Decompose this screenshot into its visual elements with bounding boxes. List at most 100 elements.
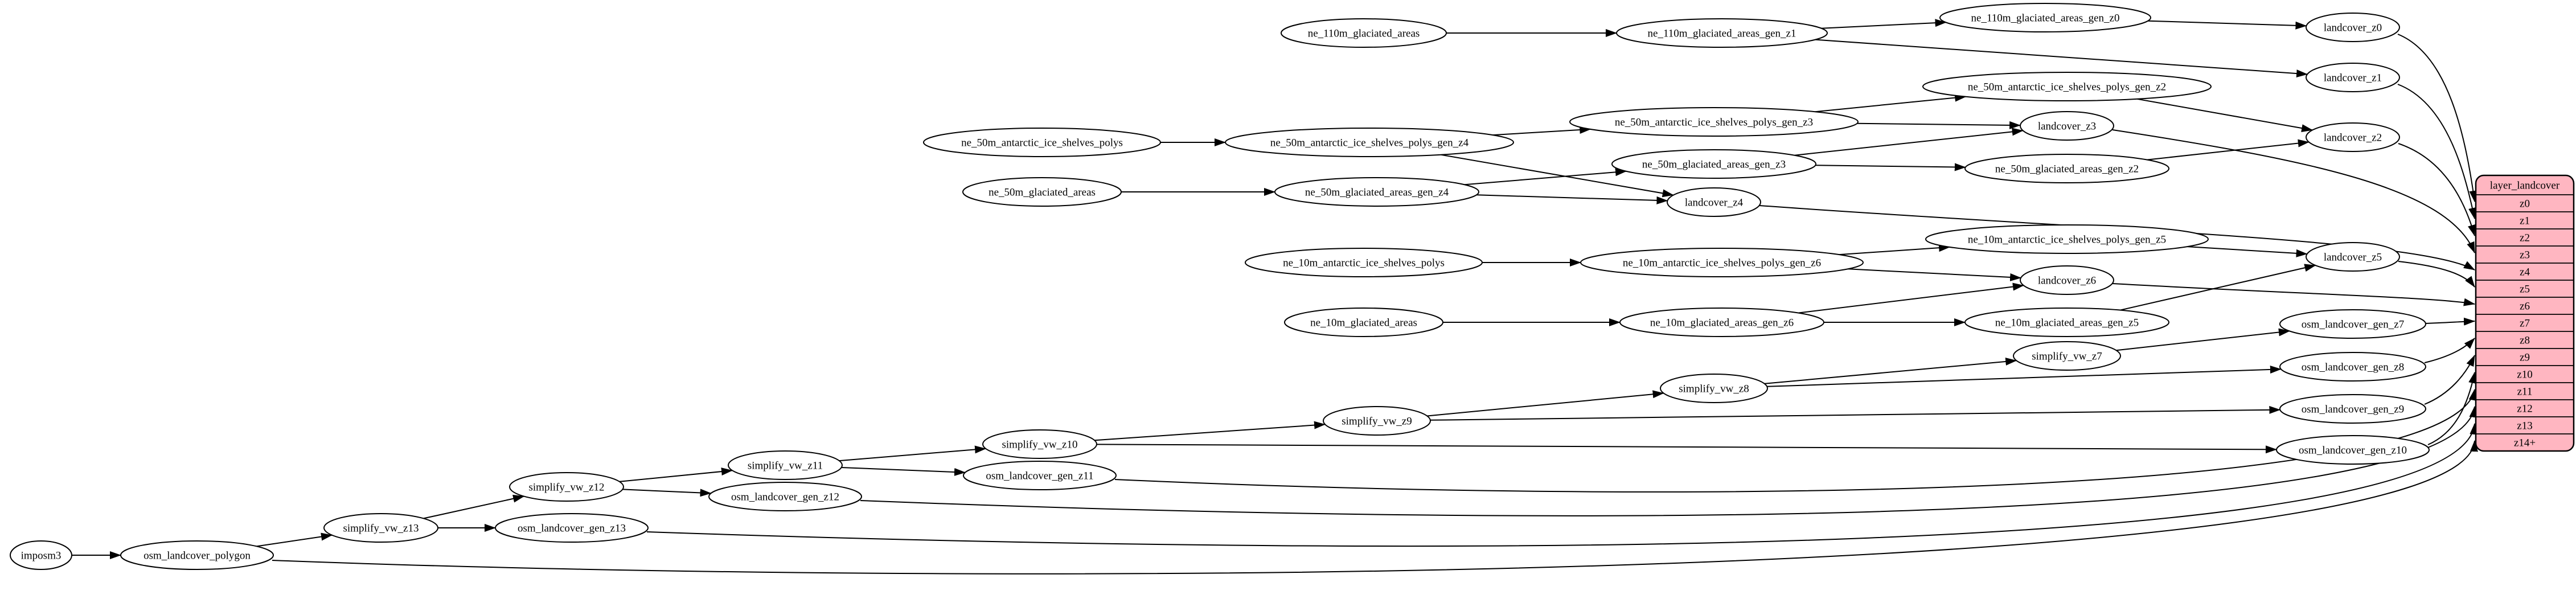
node-ellipse	[1323, 406, 1431, 436]
node-ellipse	[1225, 128, 1514, 157]
edge-landcover-z1-to-row-z1	[2397, 84, 2476, 219]
node-osm-landcover-gen-z13: osm_landcover_gen_z13	[495, 513, 649, 543]
node-ne-50m-glaciated-areas: ne_50m_glaciated_areas	[962, 177, 1122, 207]
node-ellipse	[982, 429, 1097, 459]
table-row-label-z0: z0	[2520, 198, 2530, 210]
node-label: ne_110m_glaciated_areas	[1308, 28, 1420, 40]
node-landcover-z2: landcover_z2	[2306, 122, 2400, 152]
node-ne-50m-glaciated-areas-gen-z3: ne_50m_glaciated_areas_gen_z3	[1611, 149, 1816, 179]
edge-landcover-z3-to-row-z3	[2112, 129, 2475, 253]
node-osm-landcover-gen-z9: osm_landcover_gen_z9	[2279, 394, 2426, 424]
node-label: osm_landcover_polygon	[143, 550, 251, 562]
edge-ne-10m-glaciated-areas-gen-z5-to-landcover-z5	[2119, 264, 2316, 311]
node-ellipse	[323, 513, 438, 543]
node-label: landcover_z3	[2038, 121, 2096, 133]
node-label: osm_landcover_gen_z13	[518, 523, 626, 535]
edge-landcover-z2-to-row-z2	[2398, 143, 2476, 236]
node-label: ne_50m_glaciated_areas	[988, 187, 1096, 199]
edge-osm-landcover-gen-z12-to-row-z12	[860, 406, 2477, 516]
node-ellipse	[1922, 72, 2212, 101]
node-label: simplify_vw_z11	[748, 460, 823, 472]
table-row-label-z13: z13	[2517, 420, 2532, 432]
node-ellipse	[495, 513, 649, 543]
edge-osm-landcover-gen-z10-to-row-z10	[2427, 372, 2477, 445]
edge-simplify-vw-z10-to-simplify-vw-z9	[1094, 421, 1326, 441]
node-ellipse	[2306, 13, 2400, 42]
node-label: ne_10m_glaciated_areas_gen_z5	[1995, 317, 2139, 329]
node-label: landcover_z6	[2038, 275, 2096, 287]
node-ellipse	[962, 177, 1122, 207]
node-label: ne_10m_glaciated_areas	[1310, 317, 1417, 329]
table-layer: layer_landcoverz0z1z2z3z4z5z6z7z8z9z10z1…	[2475, 174, 2575, 452]
node-label: ne_50m_antarctic_ice_shelves_polys	[961, 137, 1123, 149]
node-ellipse	[2020, 111, 2114, 141]
table-row-label-z10: z10	[2517, 369, 2532, 381]
node-ellipse	[2306, 242, 2400, 272]
node-ellipse	[10, 540, 72, 570]
node-label: ne_50m_glaciated_areas_gen_z2	[1995, 163, 2139, 175]
edge-ne-10m-glaciated-areas-gen-z6-to-landcover-z6	[1798, 282, 2024, 314]
edge-simplify-vw-z9-to-osm-landcover-gen-z9	[1430, 405, 2281, 421]
edge-ne-110m-glaciated-areas-gen-z1-to-landcover-z1	[1815, 39, 2308, 78]
node-ellipse	[708, 482, 862, 511]
node-label: ne_10m_antarctic_ice_shelves_polys	[1283, 257, 1445, 269]
node-ellipse	[1569, 107, 1859, 137]
edge-simplify-vw-z10-to-osm-landcover-gen-z10	[1096, 444, 2277, 454]
edge-osm-landcover-gen-z8-to-row-z8	[2424, 338, 2475, 363]
node-label: ne_50m_glaciated_areas_gen_z3	[1642, 159, 1786, 171]
table-row-label-z9: z9	[2520, 352, 2530, 364]
edge-ne-50m-antarctic-ice-shelves-polys-gen-z2-to-landcover-z2	[2137, 98, 2314, 132]
node-ne-10m-glaciated-areas: ne_10m_glaciated_areas	[1284, 307, 1443, 337]
node-label: simplify_vw_z12	[529, 482, 605, 494]
edge-ne-50m-antarctic-ice-shelves-polys-gen-z4-to-landcover-z4	[1441, 154, 1674, 198]
edge-simplify-vw-z12-to-simplify-vw-z11	[619, 468, 733, 482]
table-row-label-z5: z5	[2520, 284, 2530, 296]
edge-ne-50m-glaciated-areas-gen-z4-to-ne-50m-glaciated-areas-gen-z3	[1464, 168, 1627, 186]
node-ellipse	[1245, 248, 1483, 277]
node-ellipse	[2276, 435, 2430, 465]
edge-landcover-z6-to-row-z6	[2112, 283, 2475, 306]
edge-ne-50m-glaciated-areas-gen-z3-to-landcover-z3	[1794, 128, 2024, 156]
table-row-label-z6: z6	[2520, 301, 2530, 313]
node-label: osm_landcover_gen_z10	[2299, 445, 2407, 457]
node-ne-10m-antarctic-ice-shelves-polys-gen-z6: ne_10m_antarctic_ice_shelves_polys_gen_z…	[1580, 248, 1864, 277]
node-ne-110m-glaciated-areas: ne_110m_glaciated_areas	[1281, 18, 1447, 48]
node-ellipse	[1611, 149, 1816, 179]
node-landcover-z5: landcover_z5	[2306, 242, 2400, 272]
table-row-label-z2: z2	[2520, 232, 2530, 244]
layer-landcover-table-frame	[2475, 174, 2575, 452]
node-label: ne_10m_antarctic_ice_shelves_polys_gen_z…	[1623, 257, 1821, 269]
table-row-label-z12: z12	[2517, 403, 2532, 415]
node-label: osm_landcover_gen_z9	[2302, 404, 2404, 416]
edge-simplify-vw-z8-to-osm-landcover-gen-z8	[1767, 365, 2282, 387]
edge-simplify-vw-z12-to-osm-landcover-gen-z12	[622, 489, 712, 497]
node-ellipse	[2306, 122, 2400, 152]
node-ne-50m-glaciated-areas-gen-z4: ne_50m_glaciated_areas_gen_z4	[1274, 177, 1479, 207]
node-osm-landcover-gen-z12: osm_landcover_gen_z12	[708, 482, 862, 511]
node-label: osm_landcover_gen_z12	[731, 491, 839, 503]
node-label: simplify_vw_z7	[2032, 351, 2102, 363]
node-label: landcover_z2	[2324, 132, 2382, 144]
table-row-label-z3: z3	[2520, 249, 2530, 261]
node-ellipse	[1284, 307, 1443, 337]
edge-ne-50m-glaciated-areas-gen-z3-to-ne-50m-glaciated-areas-gen-z2	[1815, 163, 1966, 171]
node-ne-10m-glaciated-areas-gen-z6: ne_10m_glaciated_areas_gen_z6	[1619, 307, 1824, 337]
edge-simplify-vw-z8-to-simplify-vw-z7	[1764, 357, 2017, 384]
node-label: simplify_vw_z9	[1342, 416, 1412, 428]
node-ne-50m-glaciated-areas-gen-z2: ne_50m_glaciated_areas_gen_z2	[1964, 154, 2169, 183]
node-label: ne_50m_glaciated_areas_gen_z4	[1305, 187, 1449, 199]
node-ellipse	[509, 472, 624, 502]
node-landcover-z4: landcover_z4	[1667, 187, 1761, 217]
edge-ne-10m-antarctic-ice-shelves-polys-gen-z6-to-ne-10m-antarctic-ice-shelves-polys-gen-z5	[1839, 244, 1951, 256]
node-label: osm_landcover_gen_z7	[2302, 319, 2404, 331]
edge-osm-landcover-gen-z9-to-row-z9	[2424, 355, 2475, 405]
node-ne-110m-glaciated-areas-gen-z1: ne_110m_glaciated_areas_gen_z1	[1616, 18, 1828, 48]
edge-landcover-z0-to-row-z0	[2397, 34, 2477, 202]
node-label: landcover_z4	[1685, 197, 1744, 209]
edge-landcover-z5-to-row-z5	[2398, 261, 2475, 288]
node-landcover-z3: landcover_z3	[2020, 111, 2114, 141]
node-label: ne_50m_antarctic_ice_shelves_polys_gen_z…	[1615, 117, 1813, 129]
node-ellipse	[2013, 341, 2121, 371]
node-ellipse	[728, 450, 843, 480]
